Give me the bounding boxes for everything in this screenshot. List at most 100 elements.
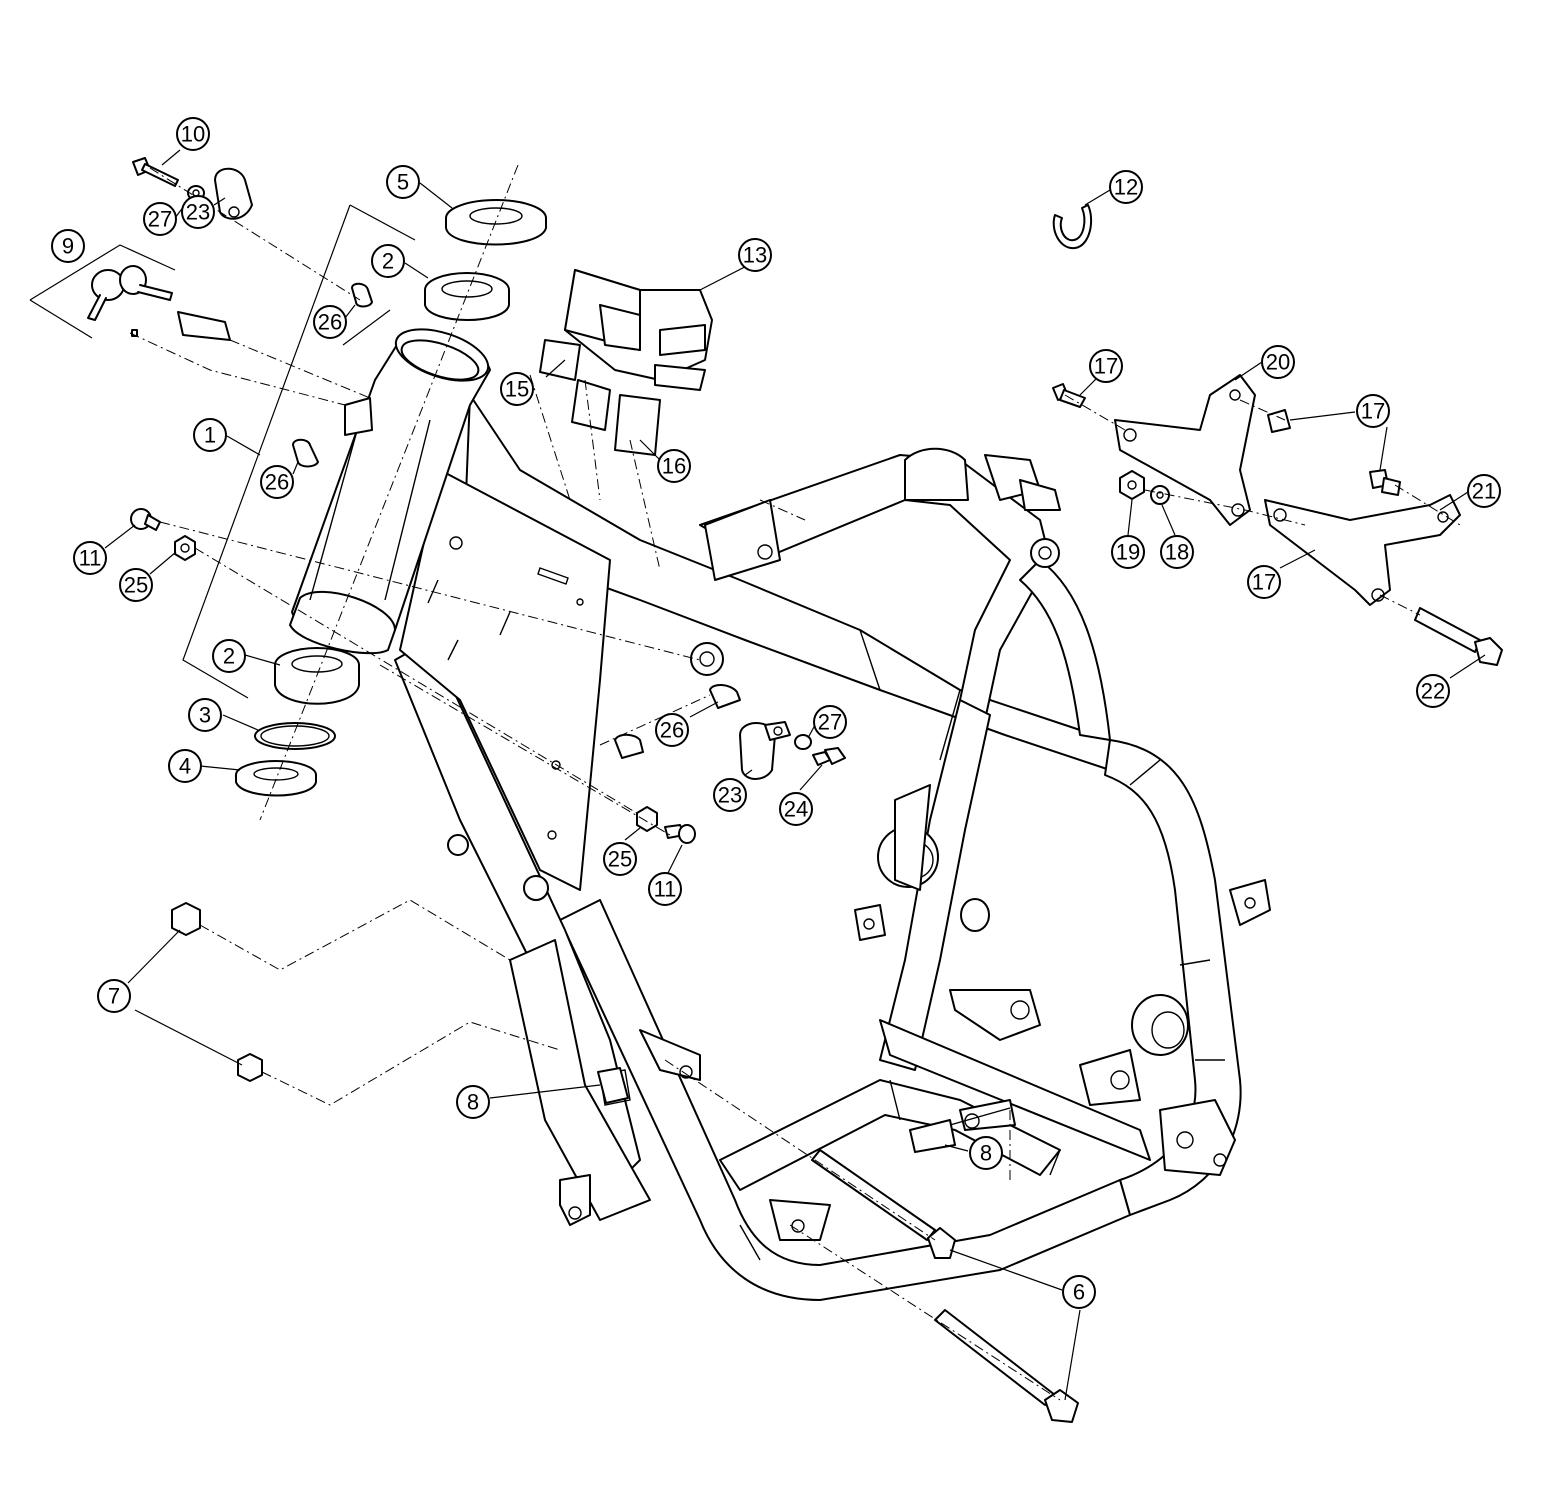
svg-text:20: 20 bbox=[1266, 350, 1290, 375]
callout-23-top: 23 bbox=[181, 195, 215, 229]
callout-27-top: 27 bbox=[143, 202, 177, 236]
lower-dust-seal bbox=[235, 760, 317, 797]
relay-box bbox=[539, 269, 713, 391]
nut-25-left bbox=[174, 535, 196, 561]
o-ring bbox=[254, 722, 336, 750]
callout-25-mid: 25 bbox=[603, 842, 637, 876]
group-brackets bbox=[29, 204, 416, 699]
spacer-26-top bbox=[351, 282, 373, 308]
bolt-11-mid bbox=[664, 824, 696, 844]
svg-text:13: 13 bbox=[743, 243, 767, 268]
callout-16: 16 bbox=[657, 449, 691, 483]
svg-text:3: 3 bbox=[199, 703, 211, 728]
svg-text:6: 6 bbox=[1073, 1280, 1085, 1305]
svg-text:19: 19 bbox=[1116, 540, 1140, 565]
svg-text:26: 26 bbox=[265, 470, 289, 495]
callout-21: 21 bbox=[1467, 474, 1501, 508]
svg-text:8: 8 bbox=[980, 1141, 992, 1166]
callout-27-mid: 27 bbox=[813, 705, 847, 739]
clamp-23-top bbox=[214, 167, 253, 220]
callout-18: 18 bbox=[1160, 535, 1194, 569]
svg-text:17: 17 bbox=[1361, 399, 1385, 424]
upper-dust-seal bbox=[445, 199, 547, 246]
nut-7-upper bbox=[171, 902, 201, 936]
callout-10: 10 bbox=[176, 117, 210, 151]
svg-text:22: 22 bbox=[1421, 679, 1445, 704]
clip-8-left bbox=[597, 1067, 629, 1104]
nut-25-mid bbox=[636, 806, 658, 832]
svg-text:23: 23 bbox=[186, 200, 210, 225]
svg-text:26: 26 bbox=[660, 718, 684, 743]
svg-text:18: 18 bbox=[1165, 540, 1189, 565]
spacer-26-mid bbox=[292, 438, 319, 468]
svg-text:2: 2 bbox=[223, 644, 235, 669]
callout-22: 22 bbox=[1416, 674, 1450, 708]
nut-7-lower bbox=[237, 1053, 263, 1082]
callout-11-mid: 11 bbox=[648, 872, 682, 906]
callout-8-left: 8 bbox=[456, 1085, 490, 1119]
bolt-6-lower bbox=[934, 1309, 1079, 1423]
callout-26-mid: 26 bbox=[260, 465, 294, 499]
callout-1: 1 bbox=[193, 418, 227, 452]
svg-text:8: 8 bbox=[467, 1090, 479, 1115]
svg-text:26: 26 bbox=[318, 310, 342, 335]
svg-text:21: 21 bbox=[1472, 479, 1496, 504]
cable-tie bbox=[1052, 204, 1093, 250]
svg-text:25: 25 bbox=[608, 847, 632, 872]
bolt-11-left bbox=[130, 508, 161, 531]
callout-26-low: 26 bbox=[655, 713, 689, 747]
callout-23-mid: 23 bbox=[713, 778, 747, 812]
assembly-axis-lines bbox=[129, 164, 1461, 1401]
svg-text:1: 1 bbox=[204, 423, 216, 448]
washer-27-mid bbox=[794, 734, 812, 750]
callout-20: 20 bbox=[1261, 345, 1295, 379]
callout-17-a: 17 bbox=[1089, 349, 1123, 383]
svg-text:11: 11 bbox=[79, 546, 102, 571]
svg-text:9: 9 bbox=[62, 234, 74, 259]
callout-7: 7 bbox=[97, 979, 131, 1013]
callout-17-b: 17 bbox=[1356, 394, 1390, 428]
motorcycle-frame bbox=[394, 394, 1271, 1301]
svg-text:27: 27 bbox=[818, 710, 842, 735]
clip-8-right bbox=[909, 1107, 1011, 1153]
svg-text:4: 4 bbox=[179, 754, 191, 779]
callout-2-lower: 2 bbox=[212, 639, 246, 673]
bolt-22 bbox=[1414, 607, 1503, 666]
svg-text:10: 10 bbox=[181, 122, 205, 147]
svg-text:17: 17 bbox=[1094, 354, 1118, 379]
clamp-23-mid bbox=[739, 721, 791, 780]
bolt-17-b bbox=[1267, 409, 1291, 433]
callout-6: 6 bbox=[1062, 1275, 1096, 1309]
callout-26-top: 26 bbox=[313, 305, 347, 339]
svg-text:15: 15 bbox=[505, 377, 529, 402]
svg-text:7: 7 bbox=[108, 984, 120, 1009]
svg-text:25: 25 bbox=[124, 573, 148, 598]
svg-text:16: 16 bbox=[662, 454, 686, 479]
lower-bearing bbox=[274, 647, 360, 705]
callout-24: 24 bbox=[779, 792, 813, 826]
callout-15: 15 bbox=[500, 372, 534, 406]
callout-19: 19 bbox=[1111, 535, 1145, 569]
bolt-17-c bbox=[1369, 469, 1401, 496]
svg-text:12: 12 bbox=[1114, 175, 1138, 200]
upper-bearing bbox=[424, 272, 510, 321]
svg-text:11: 11 bbox=[654, 877, 677, 902]
callout-2-upper: 2 bbox=[371, 244, 405, 278]
callout-13: 13 bbox=[738, 238, 772, 272]
callout-9: 9 bbox=[51, 229, 85, 263]
svg-text:2: 2 bbox=[382, 249, 394, 274]
svg-text:23: 23 bbox=[718, 783, 742, 808]
nut-19 bbox=[1119, 470, 1145, 500]
svg-text:17: 17 bbox=[1252, 570, 1276, 595]
svg-text:24: 24 bbox=[784, 797, 808, 822]
svg-text:5: 5 bbox=[397, 170, 409, 195]
callout-12: 12 bbox=[1109, 170, 1143, 204]
callout-11-left: 11 bbox=[73, 541, 107, 575]
callout-3: 3 bbox=[188, 698, 222, 732]
svg-text:27: 27 bbox=[148, 207, 172, 232]
fuse-covers bbox=[571, 379, 661, 456]
washer-18 bbox=[1150, 485, 1170, 505]
callout-25-left: 25 bbox=[119, 568, 153, 602]
bracket-20 bbox=[1114, 374, 1256, 526]
